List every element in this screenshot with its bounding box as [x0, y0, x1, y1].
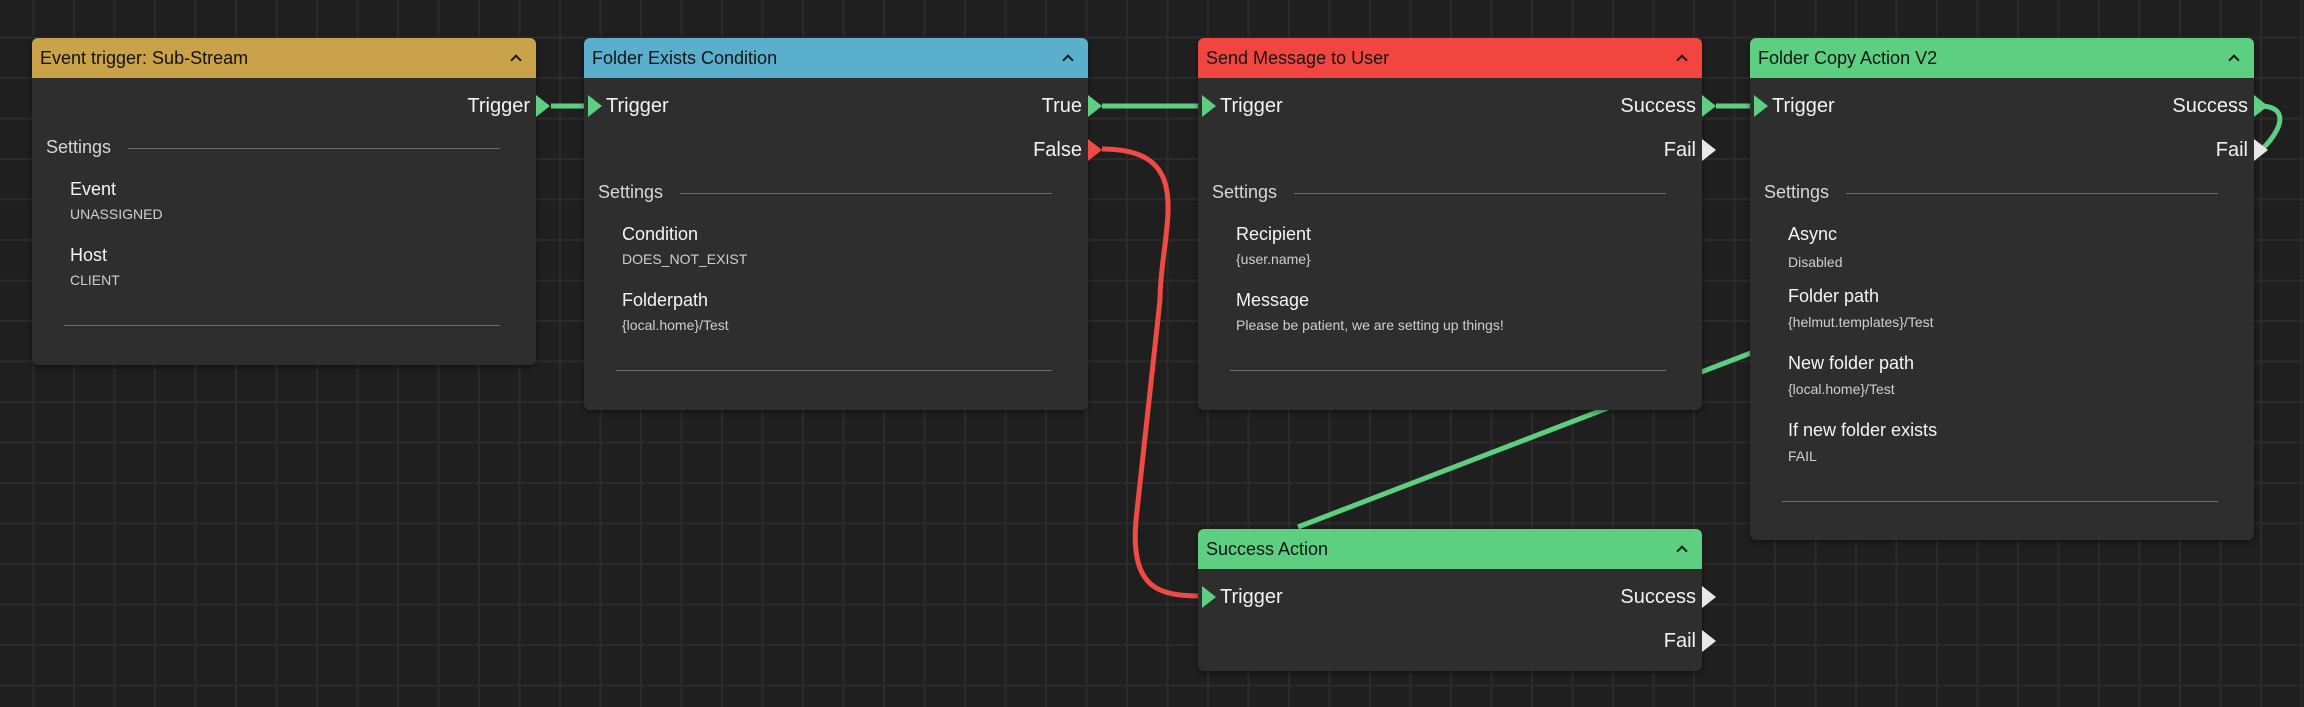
node-event-trigger[interactable]: Event trigger: Sub-Stream Trigger Settin… [32, 38, 550, 365]
async-field-label: Async [1788, 224, 1838, 244]
input-trigger-label: Trigger [1220, 95, 1283, 117]
host-field-label: Host [70, 245, 108, 265]
output-success-label: Success [1620, 95, 1696, 117]
output-port-trigger[interactable] [536, 95, 550, 117]
collapse-chevron-icon[interactable] [1674, 529, 1690, 569]
recipient-field-value: {user.name} [1236, 251, 1311, 267]
output-false-label: False [1033, 139, 1082, 161]
settings-divider [680, 193, 1052, 194]
output-port-true[interactable] [1088, 95, 1102, 117]
node-send-message-to-user[interactable]: Send Message to User Trigger Success Fai… [1198, 38, 1716, 410]
input-trigger-label: Trigger [606, 95, 669, 117]
settings-divider [1294, 193, 1666, 194]
new-folder-path-field-value: {local.home}/Test [1788, 381, 1895, 397]
input-port-trigger[interactable] [1202, 95, 1216, 117]
node-success-action[interactable]: Success Action Trigger Success Fail [1198, 529, 1716, 671]
message-field-value: Please be patient, we are setting up thi… [1236, 317, 1504, 333]
recipient-field-label: Recipient [1236, 224, 1312, 244]
if-new-folder-exists-field-value: FAIL [1788, 448, 1817, 464]
host-field-value: CLIENT [70, 272, 120, 288]
output-port-false[interactable] [1088, 139, 1102, 161]
settings-label: Settings [1212, 182, 1278, 202]
node-bottom-divider [1230, 370, 1666, 371]
node-title: Success Action [1206, 539, 1329, 559]
node-header[interactable]: Send Message to User [1198, 38, 1702, 78]
collapse-chevron-icon[interactable] [1060, 38, 1076, 78]
output-fail-label: Fail [1663, 139, 1696, 161]
output-port-success[interactable] [1702, 586, 1716, 608]
if-new-folder-exists-field-label: If new folder exists [1788, 420, 1938, 440]
node-title: Event trigger: Sub-Stream [40, 48, 249, 68]
output-port-success[interactable] [1702, 95, 1716, 117]
node-bottom-divider [64, 325, 500, 326]
folderpath-field-label: Folderpath [622, 290, 709, 310]
node-folder-copy-action-v2[interactable]: Folder Copy Action V2 Trigger Success Fa… [1750, 38, 2268, 540]
settings-label: Settings [1764, 182, 1830, 202]
folder-path-field-value: {helmut.templates}/Test [1788, 314, 1934, 330]
folder-path-field-label: Folder path [1788, 286, 1880, 306]
output-port-fail[interactable] [1702, 630, 1716, 652]
event-field-label: Event [70, 179, 117, 199]
node-title: Send Message to User [1206, 48, 1390, 68]
output-success-label: Success [1620, 586, 1696, 608]
condition-field-value: DOES_NOT_EXIST [622, 251, 748, 267]
settings-divider [128, 148, 500, 149]
settings-label: Settings [598, 182, 664, 202]
output-port-fail[interactable] [2254, 139, 2268, 161]
output-port-success[interactable] [2254, 95, 2268, 117]
wire-false-to-success-action[interactable] [1101, 146, 1203, 599]
input-port-trigger[interactable] [1754, 95, 1768, 117]
node-header[interactable]: Folder Exists Condition [584, 38, 1088, 78]
input-trigger-label: Trigger [1220, 586, 1283, 608]
settings-label: Settings [46, 137, 112, 157]
input-port-trigger[interactable] [1202, 586, 1216, 608]
node-title: Folder Copy Action V2 [1758, 48, 1938, 68]
collapse-chevron-icon[interactable] [508, 38, 524, 78]
output-true-label: True [1041, 95, 1082, 117]
output-trigger-label: Trigger [467, 95, 530, 117]
node-bottom-divider [616, 370, 1052, 371]
condition-field-label: Condition [622, 224, 699, 244]
async-field-value: Disabled [1788, 254, 1843, 270]
node-title: Folder Exists Condition [592, 48, 778, 68]
folderpath-field-value: {local.home}/Test [622, 317, 729, 333]
node-header[interactable]: Event trigger: Sub-Stream [32, 38, 536, 78]
node-header[interactable]: Success Action [1198, 529, 1702, 569]
message-field-label: Message [1236, 290, 1310, 310]
output-success-label: Success [2172, 95, 2248, 117]
event-field-value: UNASSIGNED [70, 206, 163, 222]
output-fail-label: Fail [2215, 139, 2248, 161]
settings-divider [1846, 193, 2218, 194]
new-folder-path-field-label: New folder path [1788, 353, 1915, 373]
output-port-fail[interactable] [1702, 139, 1716, 161]
collapse-chevron-icon[interactable] [2226, 38, 2242, 78]
input-trigger-label: Trigger [1772, 95, 1835, 117]
node-bottom-divider [1782, 501, 2218, 502]
input-port-trigger[interactable] [588, 95, 602, 117]
output-fail-label: Fail [1663, 630, 1696, 652]
collapse-chevron-icon[interactable] [1674, 38, 1690, 78]
node-folder-exists-condition[interactable]: Folder Exists Condition Trigger True Fal… [584, 38, 1102, 410]
node-header[interactable]: Folder Copy Action V2 [1750, 38, 2254, 78]
